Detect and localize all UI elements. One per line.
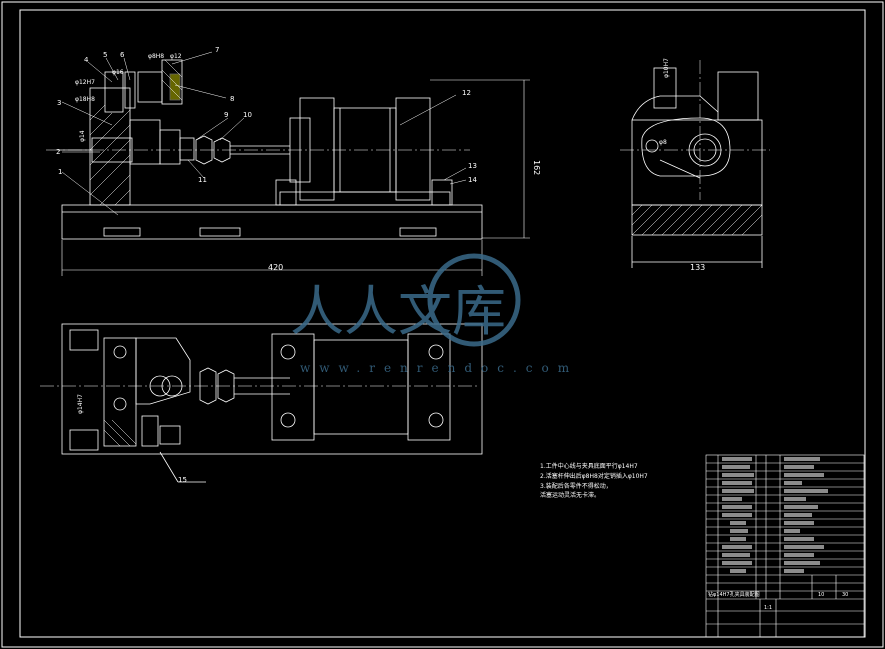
balloon-2: 2: [56, 148, 60, 156]
leader-lines: [61, 51, 467, 216]
callout-d8h8: φ8H8: [148, 53, 164, 60]
callout-d12h7: φ12H7: [75, 79, 95, 86]
balloon-1: 1: [58, 168, 62, 176]
callout-d16: φ16: [112, 69, 124, 76]
parts-list-fill: [722, 457, 828, 573]
parts-list: [705, 454, 865, 638]
balloon-6: 6: [120, 51, 125, 59]
balloon-10: 10: [243, 111, 252, 119]
balloon-12: 12: [462, 89, 471, 97]
watermark: 人人文库 www.renrendoc.com: [290, 253, 578, 375]
diameter-callouts: φ16 φ8H8 φ12H7 φ12 φ18H8 φ14: [75, 53, 182, 142]
balloon-13: 13: [468, 162, 477, 170]
balloon-labels: 1 2 3 4 5 6 7 8 9 10 11 12 13 14 15: [56, 46, 477, 484]
cylinder-end-left: [299, 97, 335, 201]
balloon-8: 8: [230, 95, 234, 103]
top-view: [40, 323, 483, 483]
front-view: [46, 59, 483, 240]
technical-notes: 1.工件中心线与夹具底面平行φ14H7 2.活塞杆伸出后φ8H8对定销插入φ10…: [540, 462, 648, 499]
balloon-7: 7: [215, 46, 219, 54]
callout-d10h7: φ10H7: [663, 58, 670, 78]
note-1: 1.工件中心线与夹具底面平行φ14H7: [540, 462, 638, 470]
cylinder-end-right: [395, 97, 431, 201]
callout-d12: φ12: [170, 53, 182, 60]
balloon-4: 4: [84, 56, 89, 64]
callout-d18h8: φ18H8: [75, 96, 95, 103]
title-block-scale: 1:1: [764, 605, 772, 611]
balloon-14: 14: [468, 176, 477, 184]
callout-d8-side: φ8: [659, 139, 667, 146]
base-plate: [61, 204, 483, 240]
note-2: 2.活塞杆伸出后φ8H8对定销插入φ10H7: [540, 472, 648, 480]
dim-height: 162: [532, 160, 541, 175]
callout-d14h7: φ14H7: [77, 394, 84, 414]
inner-frame: [19, 9, 866, 638]
balloon-5: 5: [103, 51, 107, 59]
balloon-9: 9: [224, 111, 228, 119]
balloon-15: 15: [178, 476, 187, 484]
support-block: [89, 87, 131, 206]
title-block-sheet: 10: [818, 592, 824, 598]
note-3: 3.装配后各零件不得松动，: [540, 482, 612, 490]
balloon-11: 11: [198, 176, 207, 184]
front-dimensions: [61, 79, 530, 276]
watermark-url: www.renrendoc.com: [300, 361, 578, 375]
dim-length: 420: [268, 263, 283, 272]
note-4: 活塞运动灵活无卡滞。: [540, 491, 600, 499]
watermark-logo-text: 人人文库: [290, 280, 506, 343]
dim-side-width: 133: [690, 263, 705, 272]
title-block-total: 30: [842, 592, 848, 598]
side-view: [620, 60, 770, 268]
balloon-3: 3: [57, 99, 61, 107]
callout-d14: φ14: [79, 130, 86, 142]
title-block-note: 钻φ14H7孔夹具装配图: [708, 591, 760, 598]
